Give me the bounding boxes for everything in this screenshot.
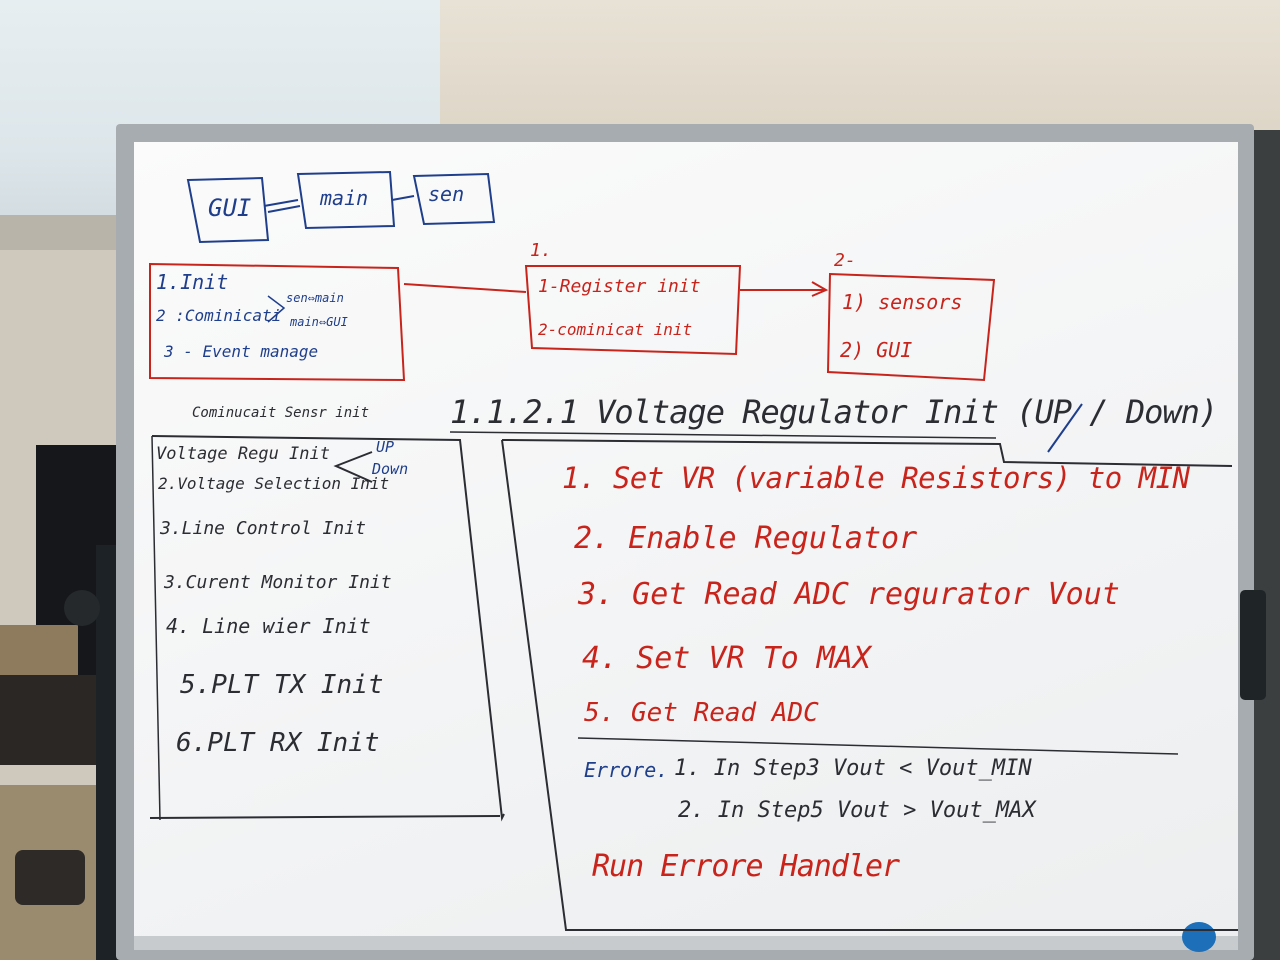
step-item-2: 2. Enable Regulator	[574, 521, 918, 556]
step-item-5: 5. Get Read ADC	[584, 698, 819, 728]
list-header: Cominucait Sensr init	[192, 405, 370, 421]
step-item-3: 3. Get Read ADC regurator Vout	[578, 577, 1120, 612]
list-item-5: 4. Line wier Init	[166, 614, 371, 638]
gui-box	[186, 176, 270, 244]
diagram-sen-label: sen	[428, 182, 465, 206]
gui-main-arrow	[263, 199, 301, 213]
step1-box	[524, 265, 742, 356]
step-item-1: 1. Set VR (variable Resistors) to MIN	[562, 461, 1190, 495]
errors-divider	[577, 737, 1179, 755]
up-down-slash	[1047, 403, 1083, 453]
cominicati-bracket	[267, 295, 286, 323]
title-underline	[449, 431, 997, 439]
board-clamp	[1240, 590, 1266, 700]
init-line1: 1.Init	[156, 270, 229, 294]
diagram-main-label: main	[320, 186, 369, 210]
main-box	[296, 170, 396, 230]
step2-line1: 1) sensors	[842, 290, 963, 314]
section-top	[501, 439, 1233, 467]
list-item-1-up: UP	[376, 438, 395, 456]
init-line3: 3 - Event manage	[164, 342, 319, 361]
init-line2-prefix: 2 :Cominicati	[156, 306, 282, 325]
main-sen-arrow	[391, 195, 415, 201]
kettle	[15, 850, 85, 905]
init-to-step1-line	[403, 283, 527, 293]
run-error-handler: Run Errore Handler	[592, 849, 900, 884]
diagram-gui-label: GUI	[208, 194, 252, 222]
marker-tray	[134, 936, 1238, 950]
step1-to-step2-arrow	[740, 281, 829, 297]
up-down-bracket	[333, 451, 373, 483]
step2-line2: 2) GUI	[840, 338, 913, 362]
stand-knob	[64, 590, 100, 626]
list-item-2: 2.Voltage Selection Init	[158, 474, 390, 493]
init-box	[149, 262, 406, 382]
cardboard-box	[0, 625, 78, 675]
step2-number: 2-	[834, 250, 856, 271]
list-item-1-down: Down	[372, 460, 409, 478]
list-item-6: 5.PLT TX Init	[180, 670, 384, 700]
wall	[440, 0, 1280, 140]
step1-number: 1.	[530, 240, 552, 261]
init-line2-lower: main⇔GUI	[290, 315, 348, 329]
section-box	[501, 439, 1238, 931]
section-title: 1.1.2.1 Voltage Regulator Init (UP / Dow…	[450, 393, 1218, 431]
step2-box	[826, 272, 996, 382]
right-background	[1250, 130, 1280, 960]
list-item-7: 6.PLT RX Init	[176, 728, 380, 758]
step-item-4: 4. Set VR To MAX	[582, 641, 871, 676]
errors-label: Errore.	[584, 758, 669, 782]
whiteboard	[134, 142, 1238, 950]
list-item-4: 3.Curent Monitor Init	[164, 572, 392, 593]
left-list-side	[151, 435, 161, 821]
list-item-3: 3.Line Control Init	[160, 518, 366, 539]
sen-box	[412, 172, 496, 226]
error-2: 2. In Step5 Vout > Vout_MAX	[678, 798, 1036, 823]
left-list-bottom	[149, 815, 501, 819]
left-list-box	[151, 435, 505, 822]
step1-line1: 1-Register init	[538, 276, 701, 297]
step1-line2: 2-cominicat init	[538, 320, 693, 339]
error-1: 1. In Step3 Vout < Vout_MIN	[674, 756, 1032, 781]
list-item-1: Voltage Regu Init	[156, 444, 330, 464]
brand-logo	[1182, 922, 1216, 952]
init-line2-upper: sen⇔main	[286, 291, 344, 305]
window-sill	[0, 215, 125, 255]
